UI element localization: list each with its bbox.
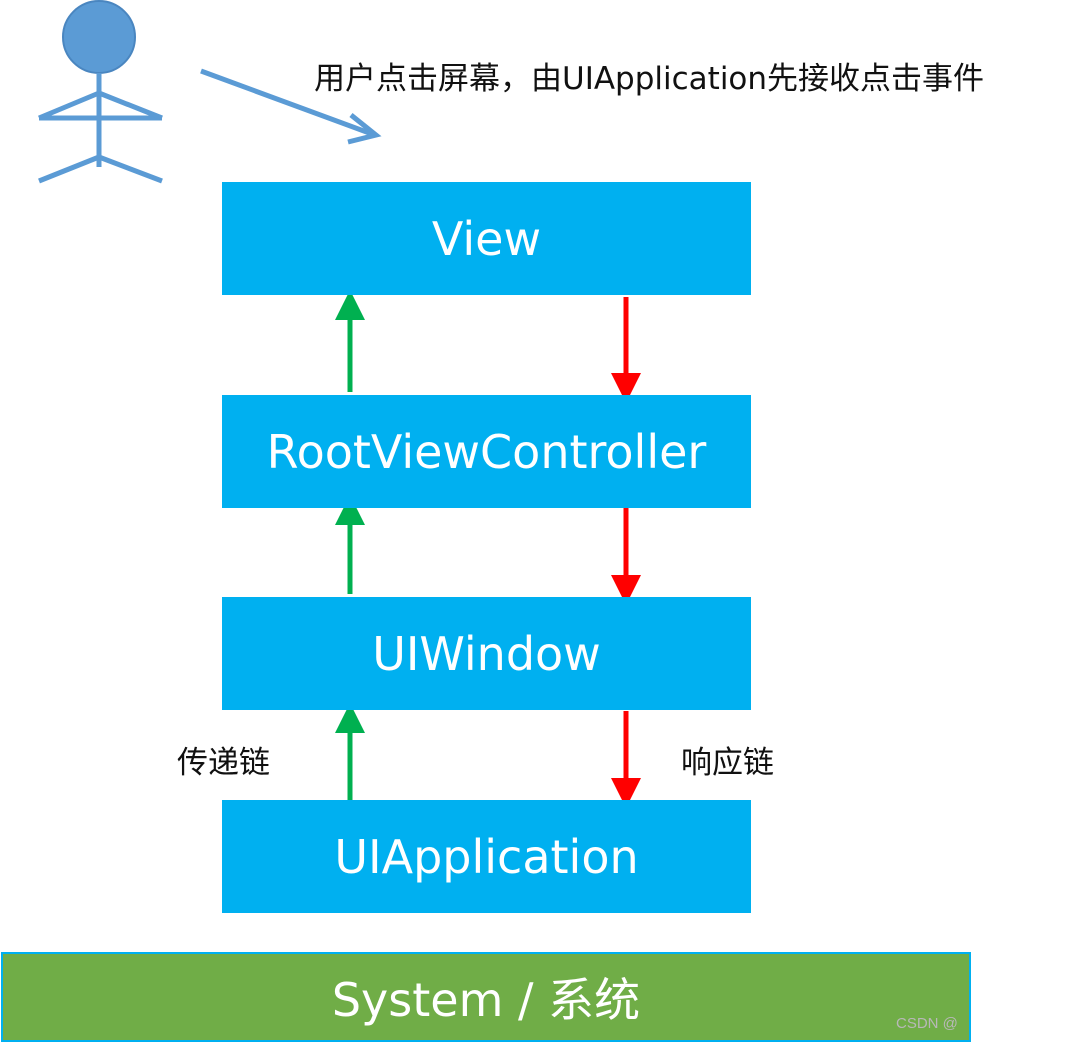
uiwindow-label: UIWindow	[372, 626, 601, 681]
user-left-arm	[38, 90, 100, 121]
pass-chain-label: 传递链	[177, 745, 270, 781]
root-view-controller-box: RootViewController	[222, 395, 751, 508]
uiapplication-box: UIApplication	[222, 800, 751, 913]
touch-caption: 用户点击屏幕，由UIApplication先接收点击事件	[314, 61, 985, 97]
system-label: System / 系统	[331, 973, 641, 1027]
view-box: View	[222, 182, 751, 295]
user-left-leg	[38, 154, 100, 184]
user-head	[62, 0, 136, 74]
root-view-controller-label: RootViewController	[266, 424, 707, 479]
uiapplication-label: UIApplication	[334, 829, 639, 884]
user-figure-icon	[38, 0, 163, 184]
uiwindow-box: UIWindow	[222, 597, 751, 710]
system-box: System / 系统	[1, 952, 971, 1042]
response-chain-label: 响应链	[681, 745, 774, 781]
user-right-arm	[98, 90, 163, 121]
view-label: View	[431, 211, 542, 266]
csdn-watermark: CSDN @	[896, 1015, 958, 1032]
touch-arrow	[200, 68, 382, 145]
user-right-leg	[98, 154, 163, 184]
